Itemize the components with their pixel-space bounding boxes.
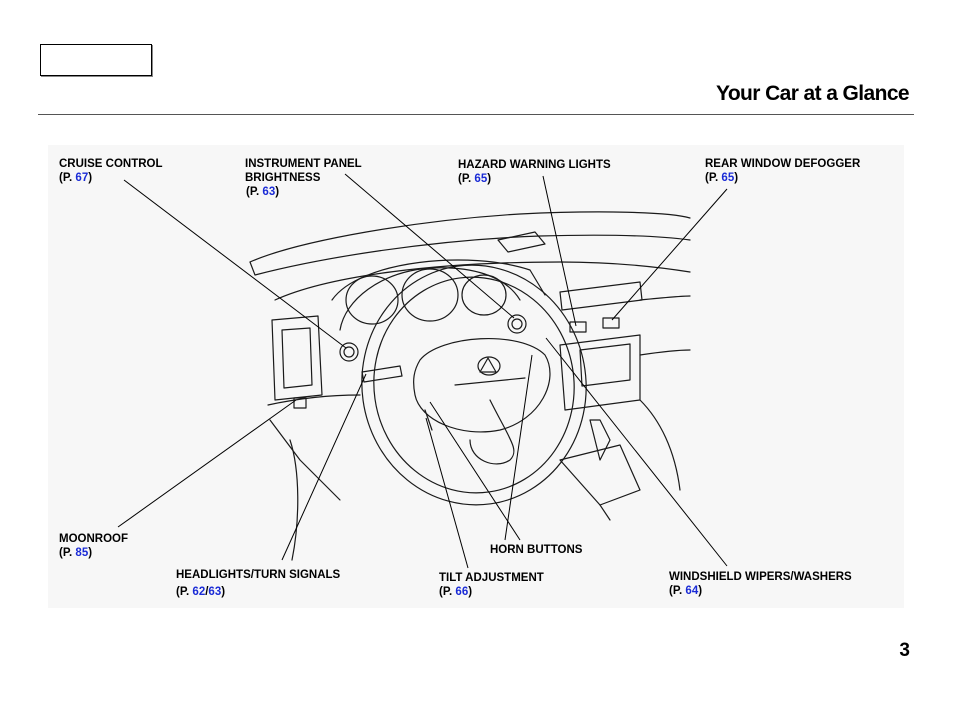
header-rule (38, 114, 914, 115)
page-link[interactable]: 67 (75, 172, 89, 184)
callout-label: HAZARD WARNING LIGHTS (458, 159, 611, 171)
callout-headlights-turn-signals: HEADLIGHTS/TURN SIGNALS (P. 62/63) (176, 568, 340, 599)
page-link[interactable]: 85 (75, 547, 89, 559)
page-ref: (P. 62/63) (176, 586, 226, 598)
page-link[interactable]: 63 (262, 186, 276, 198)
page-ref: (P. 85) (59, 547, 93, 559)
callout-hazard-warning-lights: HAZARD WARNING LIGHTS (P. 65) (458, 158, 611, 186)
callout-rear-window-defogger: REAR WINDOW DEFOGGER (P. 65) (705, 157, 860, 185)
callout-label: HORN BUTTONS (490, 544, 583, 556)
callout-label: WINDSHIELD WIPERS/WASHERS (669, 571, 852, 583)
page-ref: (P. 65) (458, 173, 492, 185)
callout-tilt-adjustment: TILT ADJUSTMENT (P. 66) (439, 571, 544, 599)
page-ref: (P. 67) (59, 172, 93, 184)
callout-horn-buttons: HORN BUTTONS (490, 543, 582, 557)
page-ref: (P. 63) (246, 186, 280, 198)
page-link[interactable]: 66 (455, 586, 469, 598)
page-link[interactable]: 65 (721, 172, 735, 184)
page-number: 3 (899, 640, 910, 661)
page-ref: (P. 64) (669, 585, 703, 597)
callout-label-2: BRIGHTNESS (245, 172, 321, 184)
callout-label: HEADLIGHTS/TURN SIGNALS (176, 569, 341, 581)
callout-instrument-panel-brightness: INSTRUMENT PANEL BRIGHTNESS (P. 63) (245, 157, 362, 199)
callout-label: REAR WINDOW DEFOGGER (705, 158, 861, 170)
page-ref: (P. 66) (439, 586, 473, 598)
page-ref: (P. 65) (705, 172, 739, 184)
page-title: Your Car at a Glance (715, 82, 910, 105)
dashboard-figure (48, 145, 904, 608)
callout-label: TILT ADJUSTMENT (439, 572, 544, 584)
page-link[interactable]: 65 (474, 173, 488, 185)
callout-cruise-control: CRUISE CONTROL (P. 67) (59, 157, 163, 185)
callout-moonroof: MOONROOF (P. 85) (59, 532, 128, 560)
callout-label: INSTRUMENT PANEL (245, 158, 362, 170)
callout-label: MOONROOF (59, 533, 128, 545)
nav-box[interactable] (40, 44, 152, 76)
callout-windshield-wipers-washers: WINDSHIELD WIPERS/WASHERS (P. 64) (669, 570, 852, 598)
callout-label: CRUISE CONTROL (59, 158, 163, 170)
page-link[interactable]: 64 (685, 585, 699, 597)
page-link[interactable]: 62 (192, 586, 206, 598)
page-link[interactable]: 63 (208, 586, 222, 598)
